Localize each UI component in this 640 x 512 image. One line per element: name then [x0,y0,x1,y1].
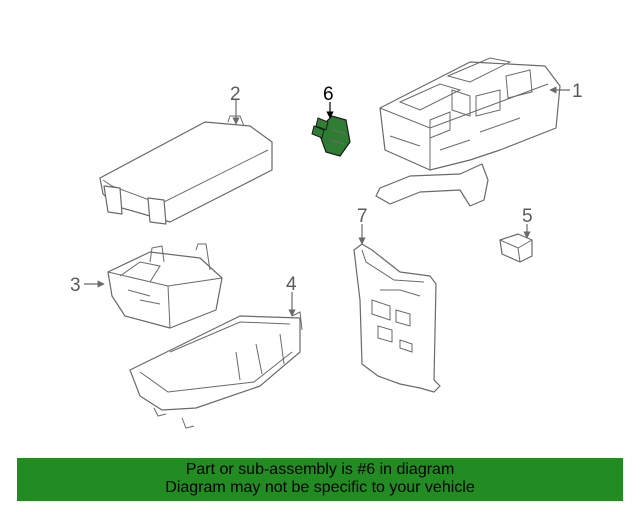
callout-4: 4 [286,274,297,295]
callout-7: 7 [357,206,368,227]
part-1-fuse-box[interactable] [375,57,561,207]
part-2-cover[interactable] [99,115,273,225]
parts-diagram: 2 3 4 1 5 7 6 [70,57,583,429]
callout-5: 5 [522,206,533,227]
part-4-tray[interactable] [129,311,303,429]
callout-1: 1 [572,81,583,102]
callout-3: 3 [70,275,81,296]
banner-line-2: Diagram may not be specific to your vehi… [165,479,475,496]
part-7-bracket[interactable] [353,243,441,393]
part-3-holder[interactable] [107,243,223,329]
part-6-relay[interactable] [311,115,351,157]
info-banner: Part or sub-assembly is #6 in diagram Di… [17,458,623,501]
callout-6: 6 [323,84,334,105]
banner-line-1: Part or sub-assembly is #6 in diagram [185,461,455,478]
callout-2: 2 [230,84,241,105]
part-5-connector[interactable] [499,233,533,263]
